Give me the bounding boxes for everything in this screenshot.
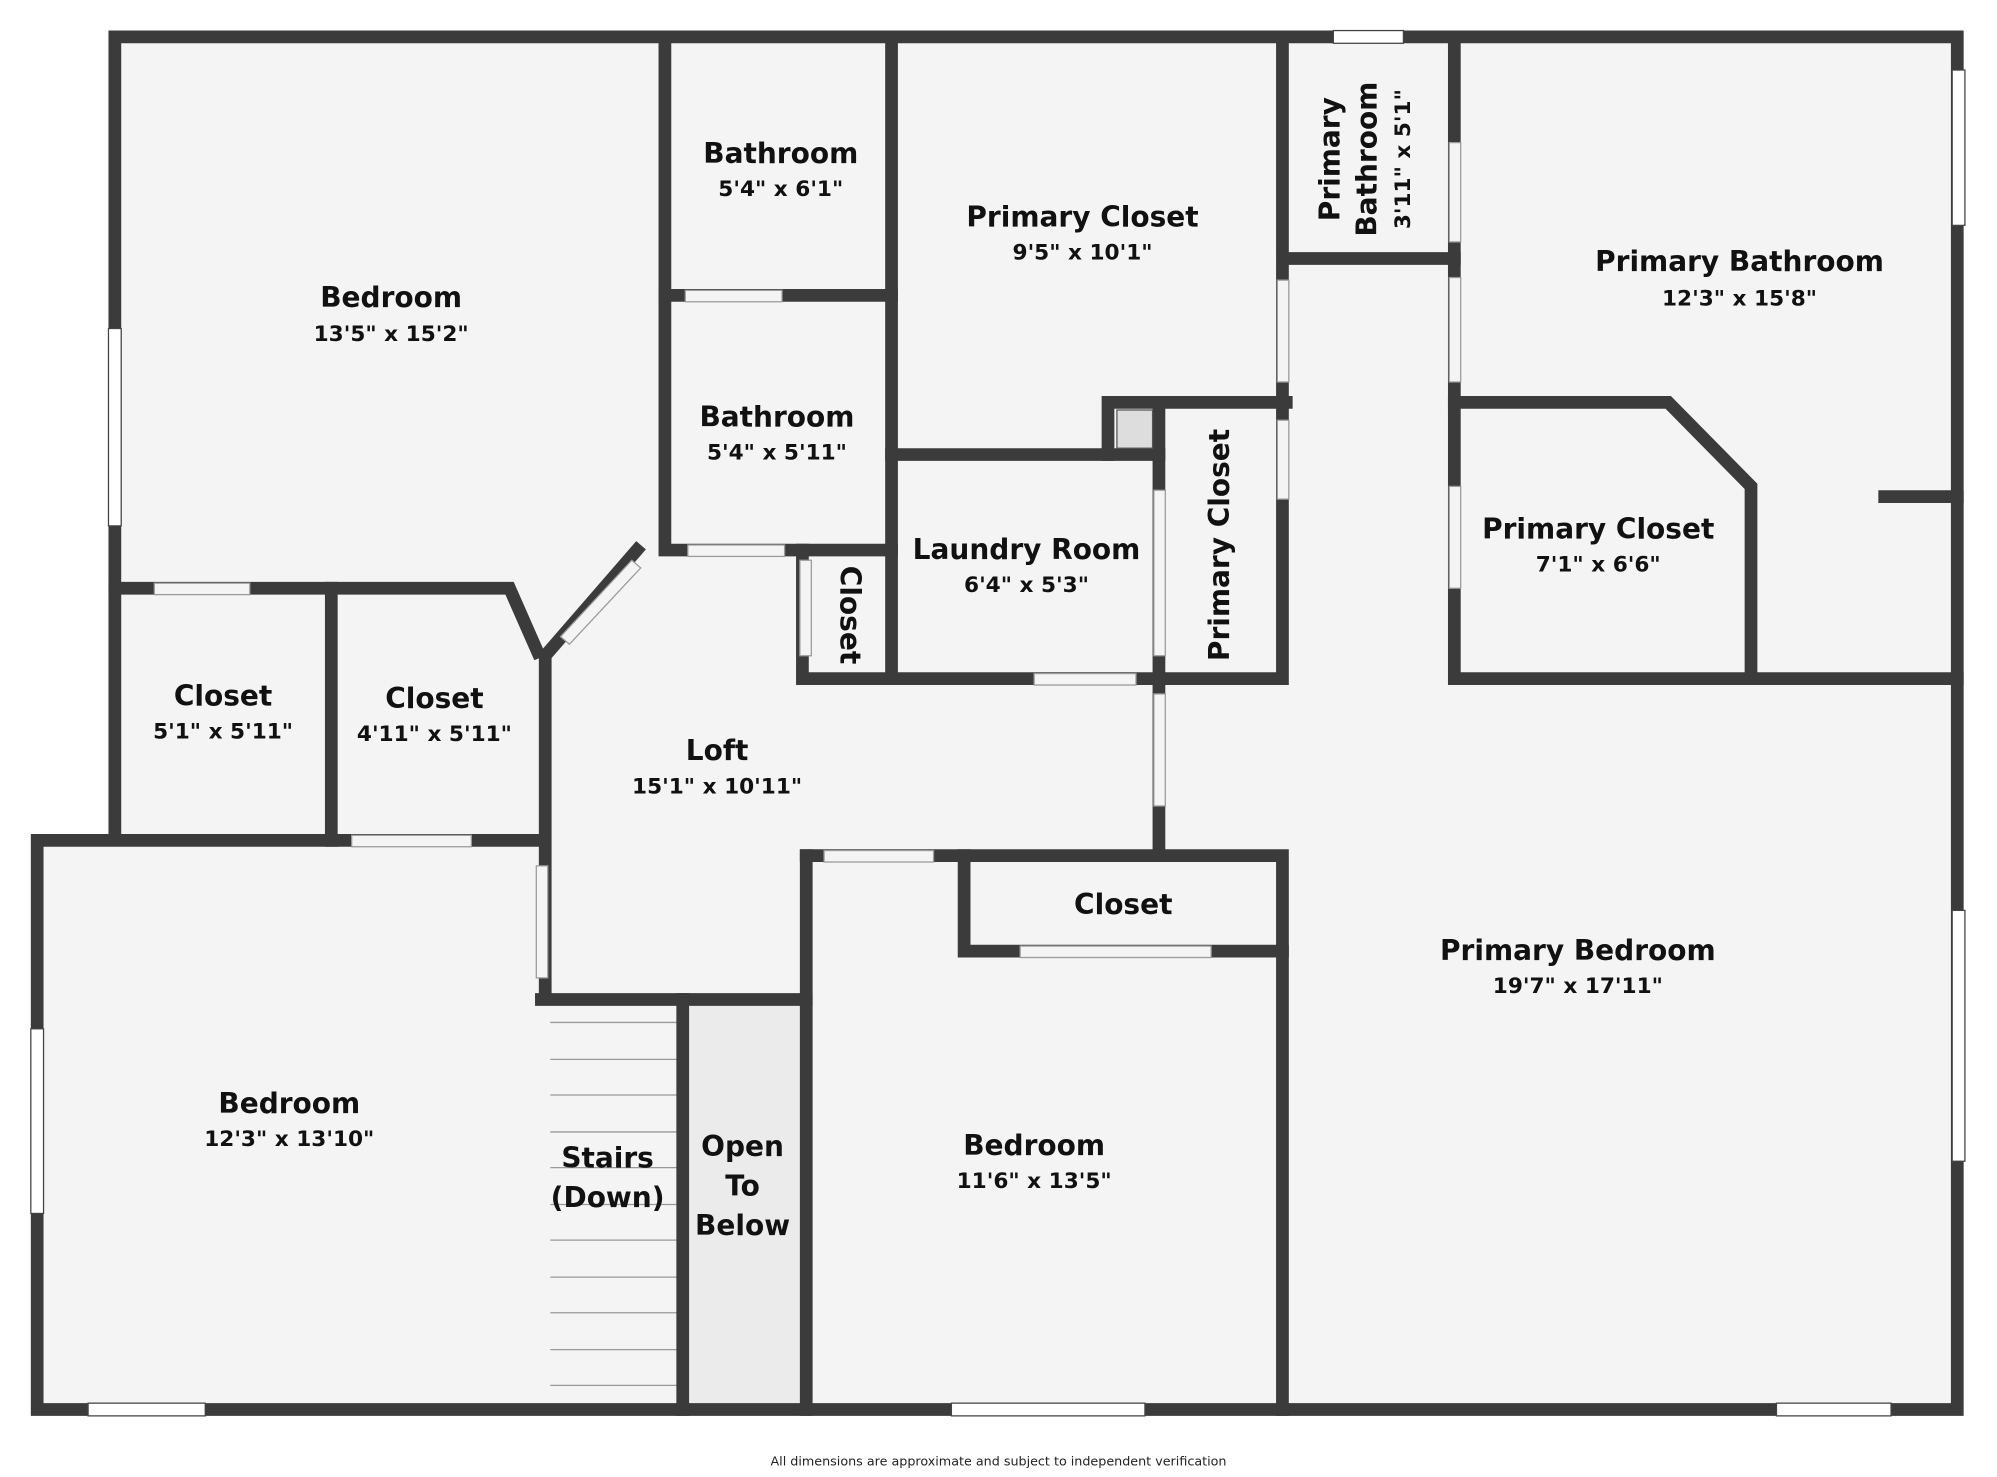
room-name: Bedroom <box>963 1129 1105 1162</box>
room-dims: 12'3" x 13'10" <box>204 1127 374 1152</box>
room-dims: 6'4" x 5'3" <box>964 573 1089 598</box>
room-dims: 5'4" x 6'1" <box>718 177 843 202</box>
disclaimer-footer: All dimensions are approximate and subje… <box>771 1455 1227 1470</box>
floor-area <box>37 36 1958 1410</box>
chase-hatch <box>1116 409 1154 449</box>
room-name: Bedroom <box>320 281 462 314</box>
room-name: Primary Closet <box>1203 429 1236 661</box>
room-dims: 5'1" x 5'11" <box>153 720 293 745</box>
room-name: Bathroom <box>703 137 858 170</box>
room-name: (Down) <box>551 1181 665 1214</box>
room-name: Primary Closet <box>966 201 1198 234</box>
room-dims: 13'5" x 15'2" <box>314 322 469 347</box>
room-dims: 5'4" x 5'11" <box>707 441 847 466</box>
room-dims: 12'3" x 15'8" <box>1662 287 1817 312</box>
room-dims: 9'5" x 10'1" <box>1013 241 1153 266</box>
room-name: Bathroom <box>699 401 854 434</box>
room-name: Open <box>701 1130 784 1163</box>
room-name: Bedroom <box>218 1087 360 1120</box>
room-dims: 19'7" x 17'11" <box>1493 974 1663 999</box>
room-name: Primary Closet <box>1482 513 1714 546</box>
room-dims: 7'1" x 6'6" <box>1536 553 1661 578</box>
room-name: Closet <box>1074 888 1172 921</box>
open-to-below-area <box>689 1005 800 1405</box>
room-name: Primary Bathroom <box>1595 245 1884 278</box>
room-name: Primary <box>1314 97 1347 221</box>
room-name: Laundry Room <box>913 533 1141 566</box>
room-name: Below <box>695 1209 790 1242</box>
room-dims: 3'11" x 5'1" <box>1391 89 1416 229</box>
room-name: Closet <box>174 679 272 712</box>
room-name: Bathroom <box>1351 82 1384 237</box>
room-dims: 11'6" x 13'5" <box>957 1169 1112 1194</box>
room-name: Closet <box>834 566 867 664</box>
room-name: To <box>725 1170 760 1203</box>
room-name: Primary Bedroom <box>1440 934 1716 967</box>
room-name: Closet <box>385 682 483 715</box>
room-dims: 15'1" x 10'11" <box>632 774 802 799</box>
room-dims: 4'11" x 5'11" <box>357 722 512 747</box>
door-openings <box>153 141 1462 979</box>
room-name: Loft <box>686 734 749 767</box>
room-name: Stairs <box>561 1142 654 1175</box>
stairs-treads <box>550 1021 678 1386</box>
room-labels: Bedroom 13'5" x 15'2" Bathroom 5'4" x 6'… <box>153 82 1884 1242</box>
windows <box>30 29 1966 1417</box>
